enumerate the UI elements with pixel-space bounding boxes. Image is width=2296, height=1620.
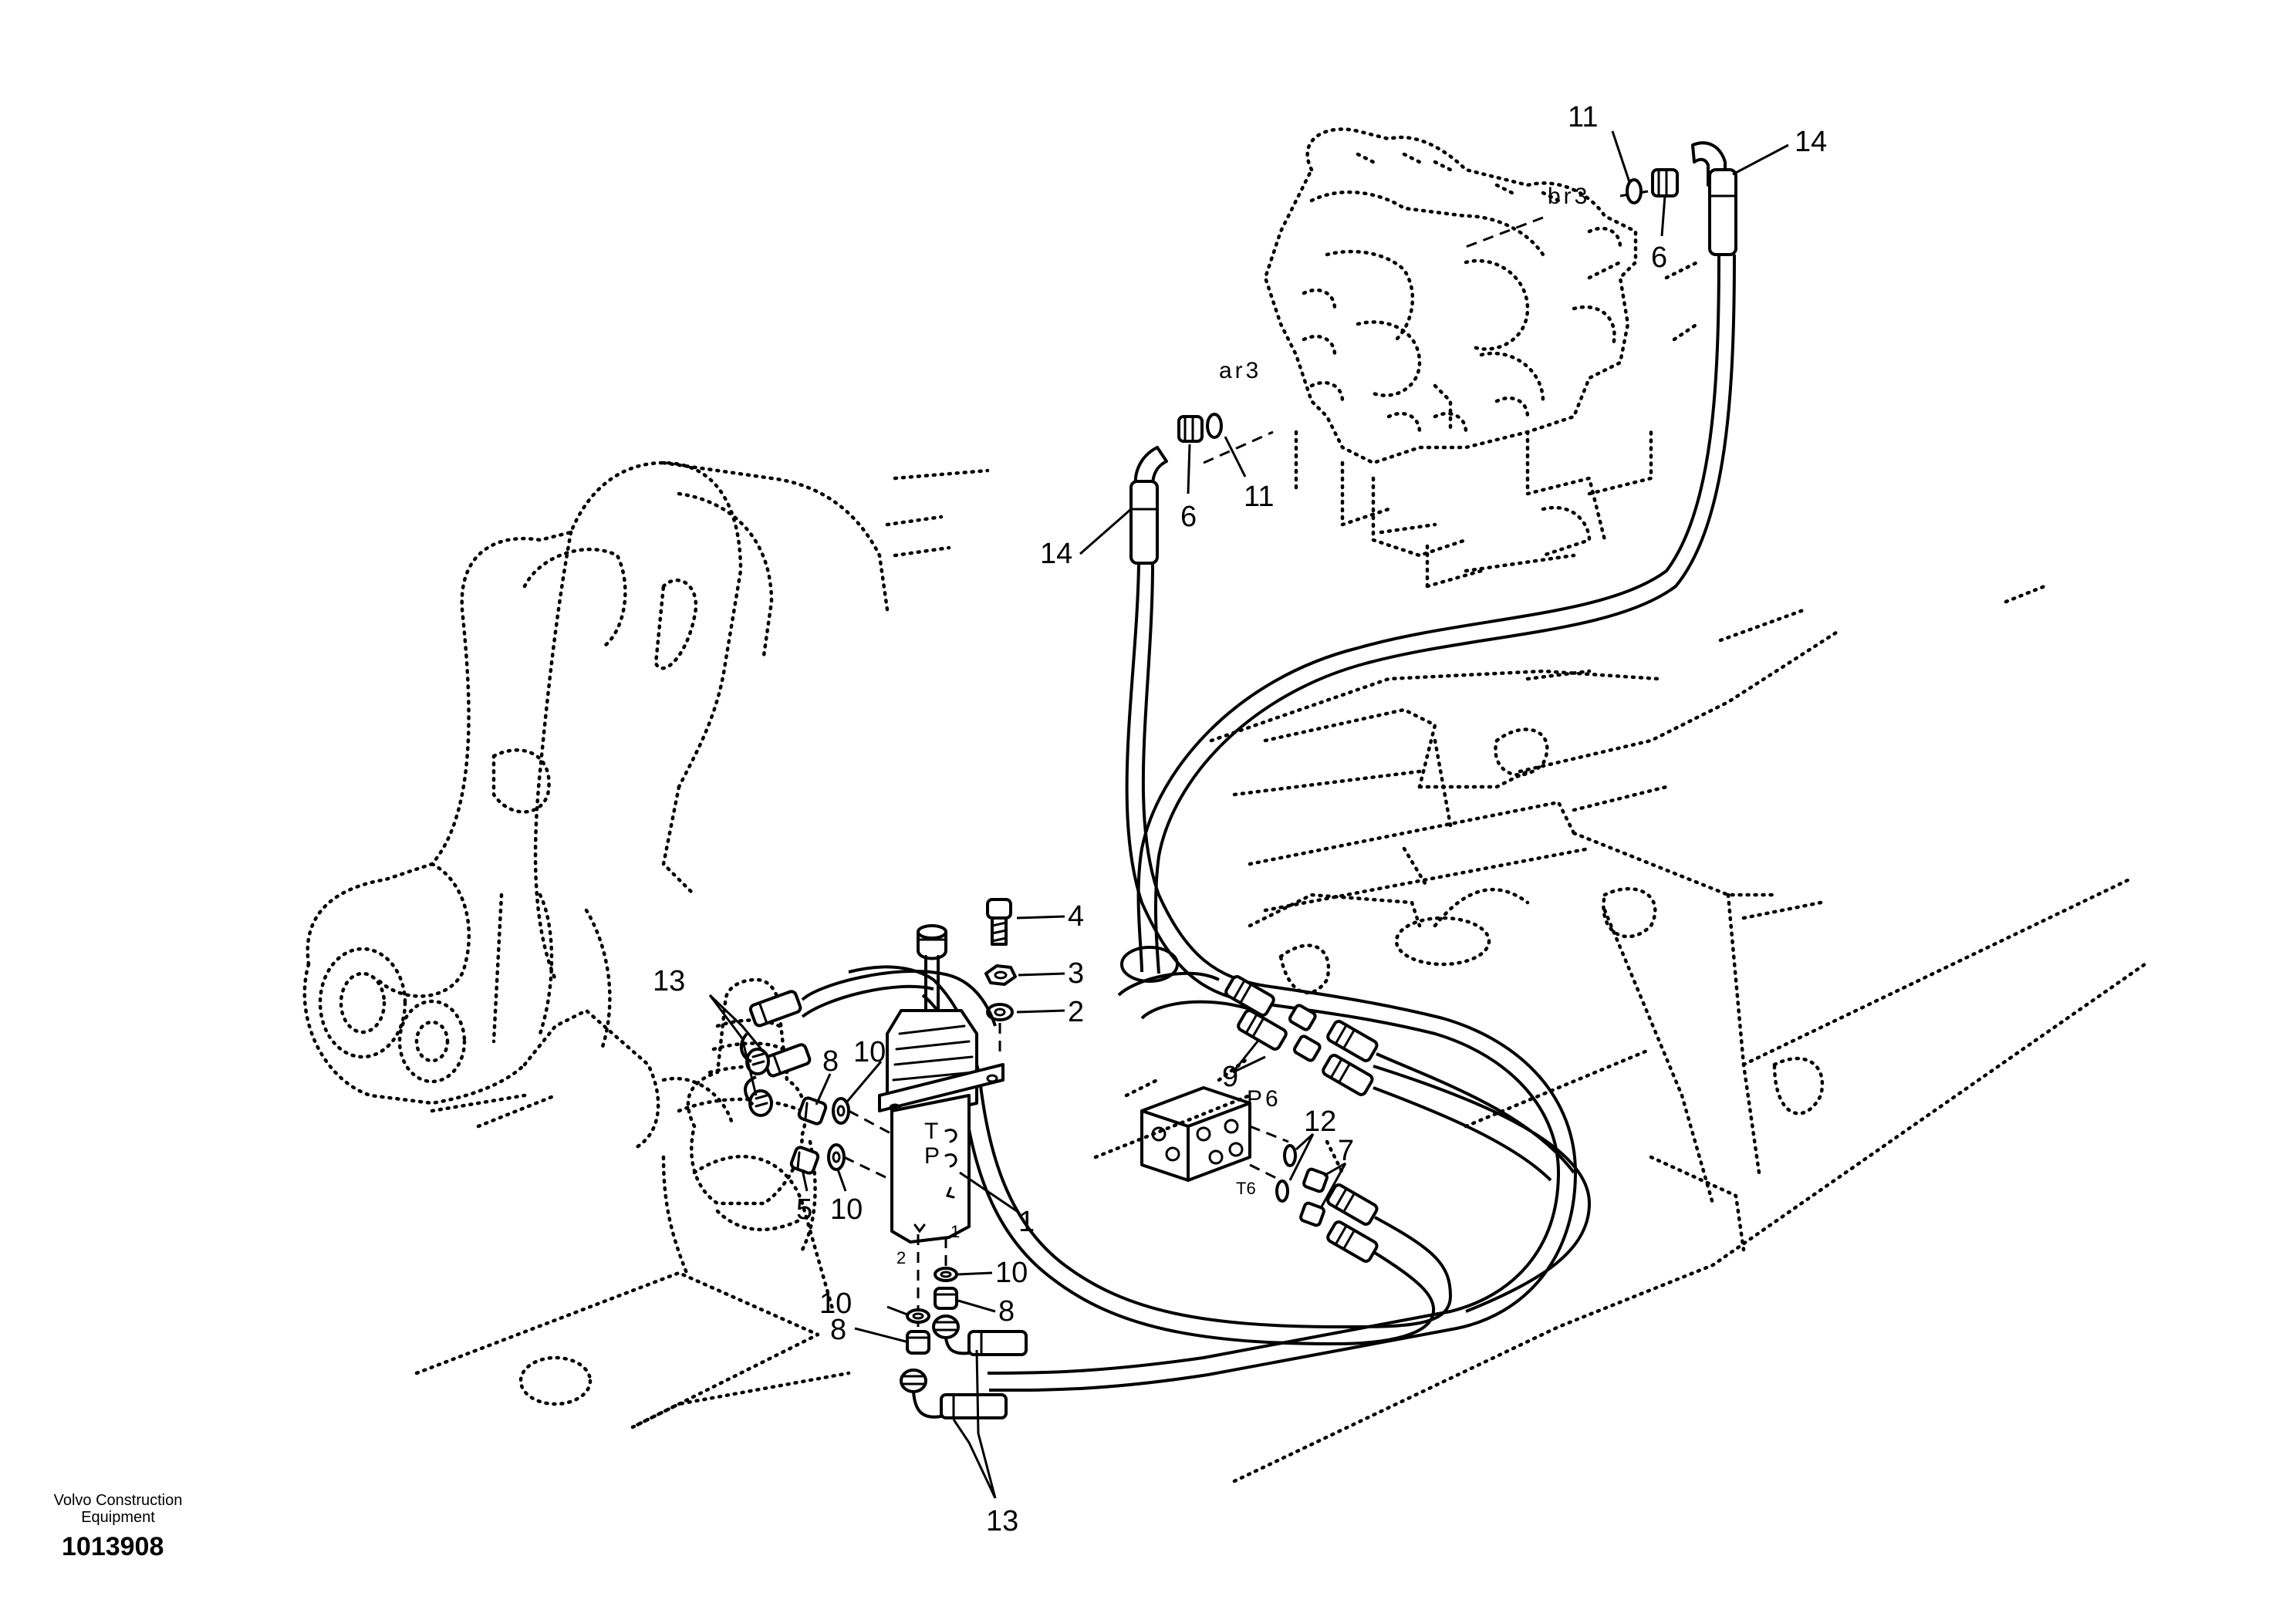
callout-6-mid: 6 <box>1180 501 1197 533</box>
control-valve-port-ar3: ar3 <box>1203 358 1274 464</box>
hose-clamp <box>1120 946 1179 983</box>
seal-washer-10-a <box>832 1097 850 1125</box>
callout-10-c: 10 <box>995 1257 1028 1289</box>
callout-1: 1 <box>1018 1206 1035 1238</box>
callout-14-top: 14 <box>1795 126 1827 158</box>
svg-text:2: 2 <box>896 1248 906 1267</box>
callout-5: 5 <box>796 1193 812 1226</box>
nut-3 <box>984 964 1017 986</box>
svg-text:P: P <box>924 1143 943 1169</box>
hose-fitting-group-9 <box>1224 975 1575 1182</box>
adapter-6-mid <box>1177 415 1204 443</box>
svg-text:br3: br3 <box>1548 184 1590 209</box>
hose-14-top <box>1136 141 1737 974</box>
svg-text:T6: T6 <box>1236 1179 1256 1198</box>
control-valve-port-br3: br3 <box>1465 184 1649 248</box>
callout-3: 3 <box>1068 957 1084 990</box>
o-ring-12-b <box>1275 1180 1289 1203</box>
drawing-number: 1013908 <box>62 1532 164 1561</box>
svg-text:1: 1 <box>950 1222 960 1241</box>
seal-washer-10-b <box>827 1143 846 1171</box>
hose-13-bottom <box>900 1315 1028 1419</box>
hoses-9-to-valve <box>1117 971 1251 1020</box>
machine-frame-outline <box>302 127 2147 1483</box>
svg-text:ar3: ar3 <box>1219 358 1261 383</box>
callout-numbers: 11 6 14 11 6 14 4 3 2 13 8 10 5 10 1 10 … <box>653 101 1827 1537</box>
pilot-valve-1: T P 1 2 <box>878 924 1004 1327</box>
adapter-8-right <box>934 1287 958 1310</box>
adapter-8-bottom <box>906 1330 930 1355</box>
o-ring-11-mid <box>1206 413 1223 439</box>
adapter-5 <box>789 1146 820 1175</box>
hose-14-mid <box>987 446 1578 1392</box>
callout-7: 7 <box>1338 1135 1354 1167</box>
washer-2 <box>986 1003 1014 1021</box>
joystick-boot-outline <box>661 977 817 1275</box>
callout-10-a: 10 <box>853 1036 886 1068</box>
callout-2: 2 <box>1068 996 1084 1028</box>
callout-8-bottom: 8 <box>830 1314 846 1346</box>
callout-8-left: 8 <box>822 1045 839 1078</box>
callout-14-mid: 14 <box>1040 538 1072 570</box>
callout-10-d: 10 <box>819 1288 852 1320</box>
brand-caption: Volvo Construction Equipment <box>53 1492 183 1526</box>
svg-text:P6: P6 <box>1247 1086 1281 1112</box>
leader-lines <box>708 130 1789 1499</box>
bolt-4 <box>986 898 1012 946</box>
svg-text:T: T <box>924 1119 941 1144</box>
callout-8-right: 8 <box>998 1295 1015 1328</box>
callout-13-bottom: 13 <box>986 1505 1018 1537</box>
o-ring-11-top <box>1626 178 1643 204</box>
callout-4: 4 <box>1068 900 1084 933</box>
seal-washer-10-c <box>934 1267 958 1282</box>
seal-washer-10-d <box>906 1308 930 1324</box>
callout-9: 9 <box>1222 1061 1238 1093</box>
callout-6-top: 6 <box>1651 241 1667 274</box>
callout-11-mid: 11 <box>1244 481 1274 513</box>
adapter-6-top <box>1651 168 1679 197</box>
callout-13-top: 13 <box>653 965 685 997</box>
callout-10-b: 10 <box>830 1193 863 1226</box>
adapter-8-left <box>797 1096 828 1126</box>
callout-11-top: 11 <box>1568 101 1598 133</box>
callout-12: 12 <box>1304 1105 1336 1138</box>
adapter-7-a <box>1302 1167 1329 1193</box>
pilot-block: P6 T6 <box>1140 1086 1289 1198</box>
adapter-7-b <box>1299 1201 1325 1227</box>
o-ring-12-a <box>1283 1144 1297 1167</box>
pilot-block-hoses <box>848 965 1592 1346</box>
